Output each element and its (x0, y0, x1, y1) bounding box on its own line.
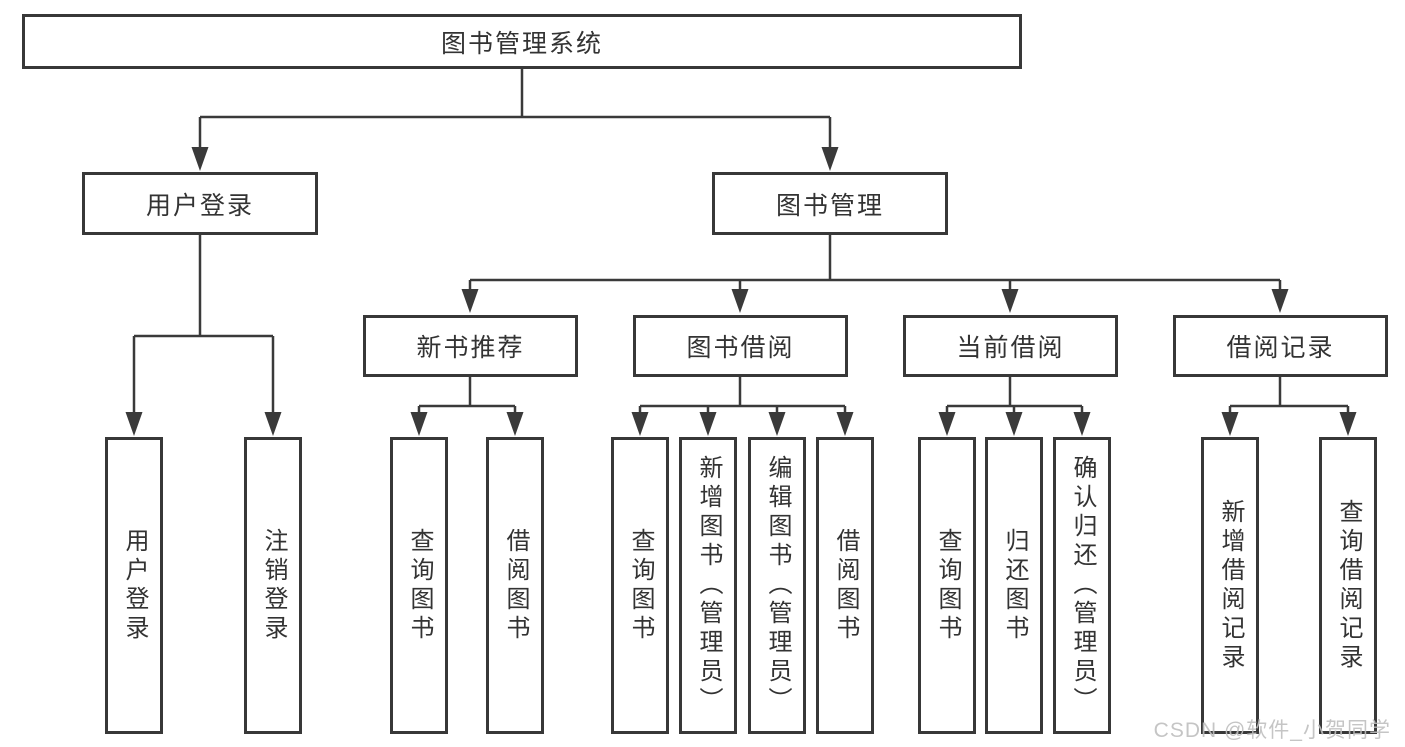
leaf-query-books-current: 查询图书 (918, 437, 976, 734)
leaf-return-books-label: 归还图书 (1001, 527, 1028, 644)
leaf-borrow-books: 借阅图书 (816, 437, 874, 734)
leaf-confirm-return-admin: 确认归还（管理员） (1053, 437, 1111, 734)
leaf-query-books-borrowing: 查询图书 (611, 437, 669, 734)
node-new-book-recommendation: 新书推荐 (363, 315, 578, 377)
node-library-system-label: 图书管理系统 (440, 29, 603, 58)
leaf-add-borrow-record: 新增借阅记录 (1201, 437, 1259, 734)
leaf-query-books-current-label: 查询图书 (934, 527, 961, 644)
leaf-user-login: 用户登录 (105, 437, 163, 734)
leaf-add-books-admin: 新增图书（管理员） (679, 437, 737, 734)
leaf-user-login-label: 用户登录 (121, 527, 148, 644)
node-user-login-branch: 用户登录 (82, 172, 318, 235)
node-book-management: 图书管理 (712, 172, 948, 235)
leaf-query-borrow-record-label: 查询借阅记录 (1335, 498, 1362, 673)
leaf-logout: 注销登录 (244, 437, 302, 734)
node-current-borrowing: 当前借阅 (903, 315, 1118, 377)
leaf-borrow-books-label: 借阅图书 (832, 527, 859, 644)
node-borrowing-records: 借阅记录 (1173, 315, 1388, 377)
leaf-edit-books-admin-label: 编辑图书（管理员） (764, 455, 791, 716)
leaf-query-books-recommend-label: 查询图书 (406, 527, 433, 644)
leaf-query-books-recommend: 查询图书 (390, 437, 448, 734)
leaf-edit-books-admin: 编辑图书（管理员） (748, 437, 806, 734)
node-book-borrowing-label: 图书借阅 (686, 334, 795, 362)
node-book-borrowing: 图书借阅 (633, 315, 848, 377)
node-book-management-label: 图书管理 (775, 191, 884, 220)
watermark: CSDN @软件_小贺同学 (1153, 719, 1391, 742)
leaf-confirm-return-admin-label: 确认归还（管理员） (1069, 455, 1096, 716)
leaf-logout-label: 注销登录 (260, 527, 287, 644)
node-library-system: 图书管理系统 (22, 14, 1022, 69)
leaf-borrow-books-recommend-label: 借阅图书 (502, 527, 529, 644)
node-user-login-branch-label: 用户登录 (145, 191, 254, 220)
leaf-add-borrow-record-label: 新增借阅记录 (1217, 498, 1244, 673)
node-borrowing-records-label: 借阅记录 (1226, 334, 1335, 362)
node-new-book-recommendation-label: 新书推荐 (416, 334, 525, 362)
leaf-add-books-admin-label: 新增图书（管理员） (695, 455, 722, 716)
leaf-return-books: 归还图书 (985, 437, 1043, 734)
node-current-borrowing-label: 当前借阅 (956, 334, 1065, 362)
leaf-query-borrow-record: 查询借阅记录 (1319, 437, 1377, 734)
leaf-borrow-books-recommend: 借阅图书 (486, 437, 544, 734)
leaf-query-books-borrowing-label: 查询图书 (627, 527, 654, 644)
